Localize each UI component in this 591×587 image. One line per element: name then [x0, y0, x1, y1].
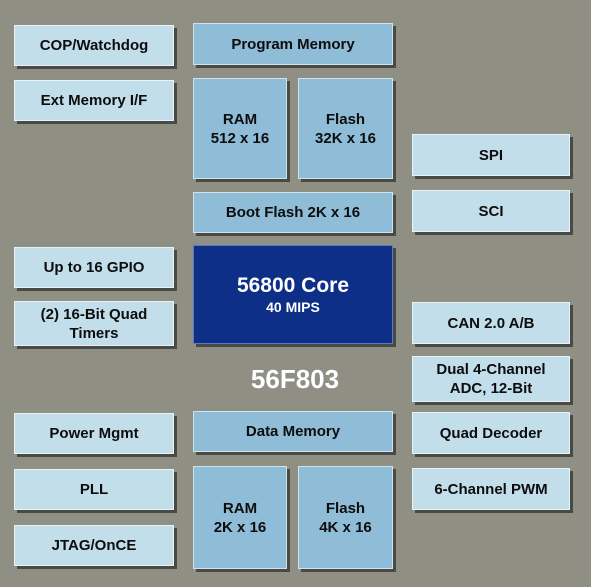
power-mgmt-block: Power Mgmt: [14, 413, 174, 454]
core-block: 56800 Core 40 MIPS: [193, 245, 393, 344]
spi-block: SPI: [412, 134, 570, 176]
boot-flash-block: Boot Flash 2K x 16: [193, 192, 393, 233]
adc-block: Dual 4-Channel ADC, 12-Bit: [412, 356, 570, 402]
pll-block: PLL: [14, 469, 174, 510]
cop-watchdog-block: COP/Watchdog: [14, 25, 174, 66]
chip-name: 56F803: [250, 364, 340, 394]
can-block: CAN 2.0 A/B: [412, 302, 570, 344]
program-memory-block: Program Memory: [193, 23, 393, 65]
gpio-block: Up to 16 GPIO: [14, 247, 174, 288]
pwm-block: 6-Channel PWM: [412, 468, 570, 510]
jtag-once-block: JTAG/OnCE: [14, 525, 174, 566]
sci-block: SCI: [412, 190, 570, 232]
program-ram-block: RAM 512 x 16: [193, 78, 287, 179]
core-speed: 40 MIPS: [266, 298, 320, 315]
ext-memory-block: Ext Memory I/F: [14, 80, 174, 121]
quad-decoder-block: Quad Decoder: [412, 412, 570, 454]
program-flash-block: Flash 32K x 16: [298, 78, 393, 179]
data-memory-block: Data Memory: [193, 411, 393, 452]
data-ram-block: RAM 2K x 16: [193, 466, 287, 569]
core-title: 56800 Core: [236, 273, 350, 297]
timers-block: (2) 16-Bit Quad Timers: [14, 301, 174, 346]
data-flash-block: Flash 4K x 16: [298, 466, 393, 569]
